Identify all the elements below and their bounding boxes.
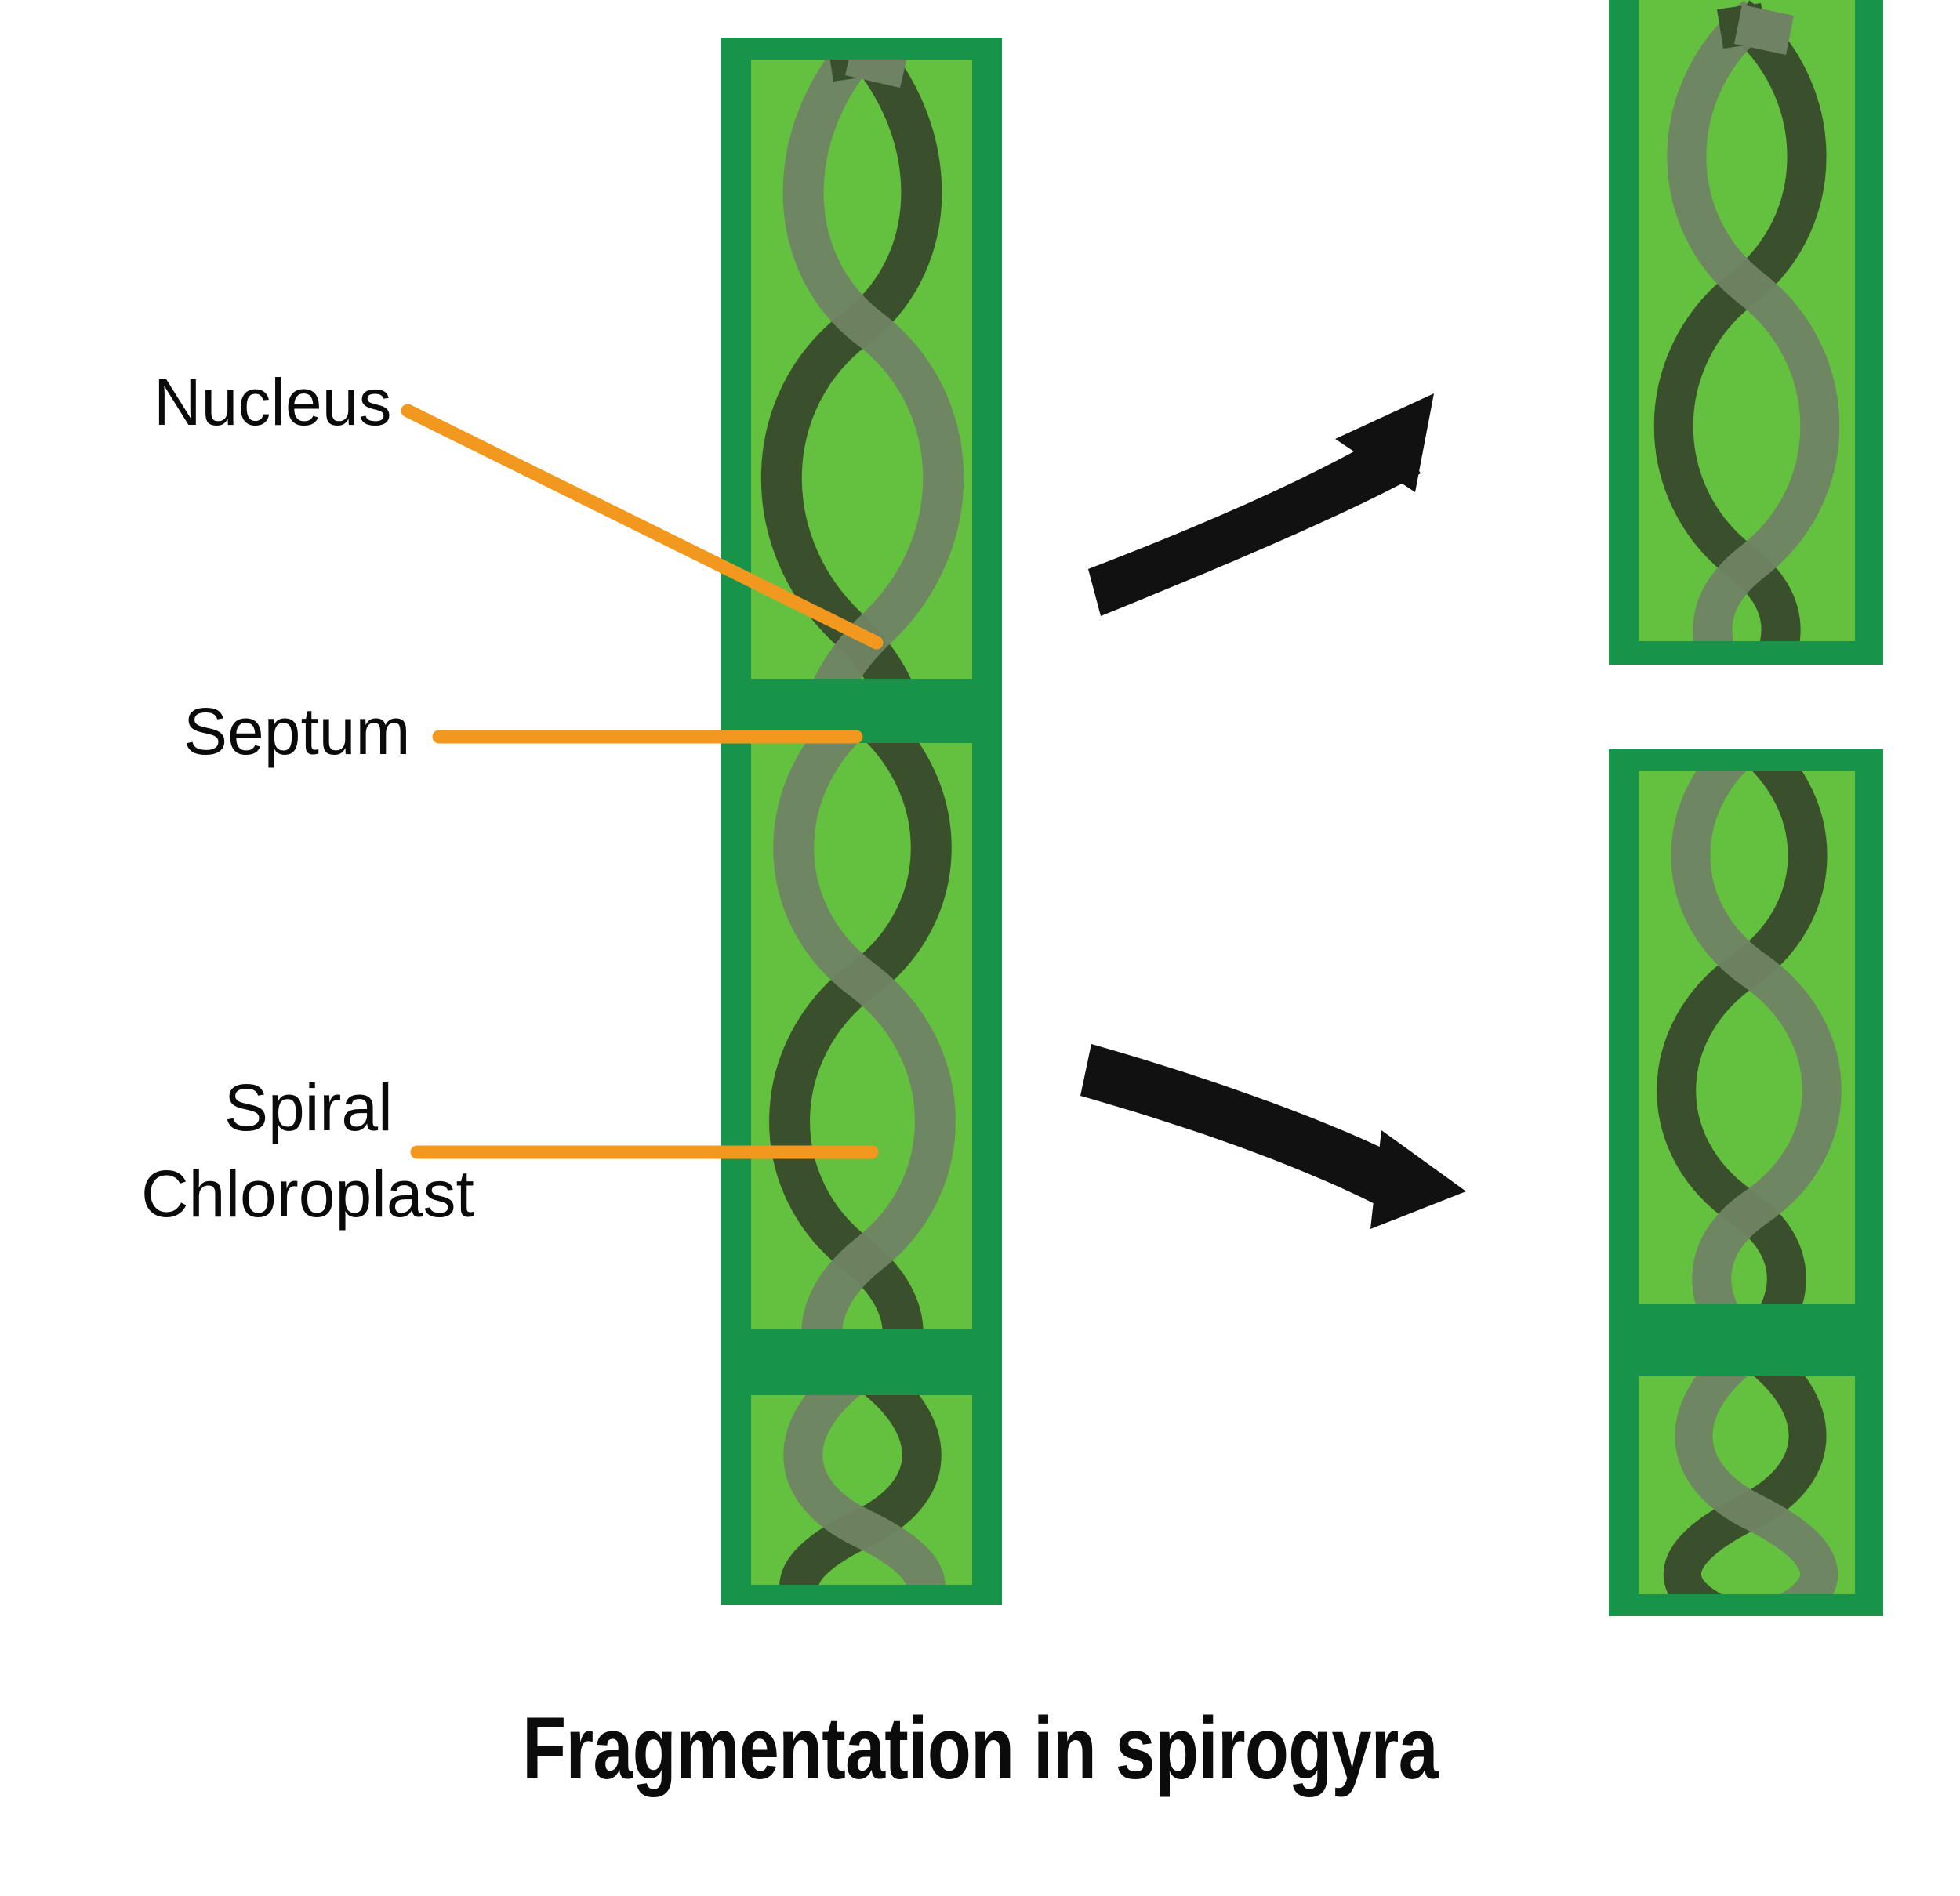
parent-cell-2-chloroplast	[769, 743, 956, 1329]
label-spiral: Spiral	[224, 1071, 393, 1144]
parent-cell-3-chloroplast	[779, 1395, 946, 1585]
arrow-to-top-fragment	[1088, 393, 1434, 616]
arrow-to-bottom-fragment	[1080, 1044, 1466, 1229]
chloroplast-dark-strand	[769, 743, 952, 1329]
parent-cell-1-chloroplast	[760, 60, 964, 679]
parent-septum-2	[721, 1329, 1002, 1395]
chloroplast-light-strand	[1675, 1376, 1838, 1594]
fragment-bottom-septum-1	[1609, 1304, 1883, 1376]
label-septum: Septum	[183, 694, 411, 768]
fragment-bottom	[1609, 749, 1883, 1616]
arrow-head	[1370, 1130, 1466, 1229]
arrow-shaft	[1080, 1044, 1425, 1216]
chloroplast-light-strand	[1671, 771, 1842, 1304]
fragment-bottom-cell-1-chloroplast	[1657, 771, 1842, 1304]
label-nucleus: Nucleus	[154, 365, 392, 439]
chloroplast-dark-strand	[1653, 0, 1827, 641]
chloroplast-cut-end-light	[1734, 5, 1794, 55]
chloroplast-light-strand	[782, 60, 964, 679]
fragment-top-chloroplast	[1653, 0, 1840, 641]
arrow-shaft	[1088, 428, 1421, 616]
fragment-bottom-cell-2-chloroplast	[1664, 1376, 1838, 1594]
chloroplast-dark-strand	[1657, 771, 1828, 1304]
arrow-head	[1335, 393, 1434, 492]
chloroplast-dark-strand	[760, 60, 942, 679]
nucleus-leader-line	[401, 404, 884, 650]
chloroplast-light-strand	[1667, 0, 1840, 641]
chloroplast-light-strand	[773, 743, 956, 1329]
chloroplast-light-strand	[783, 1395, 946, 1585]
label-chloroplast: Chloroplast	[141, 1157, 474, 1231]
figure-title: Fragmentation in spirogyra	[522, 1699, 1438, 1797]
chloroplast-cut-end-light	[845, 60, 907, 88]
